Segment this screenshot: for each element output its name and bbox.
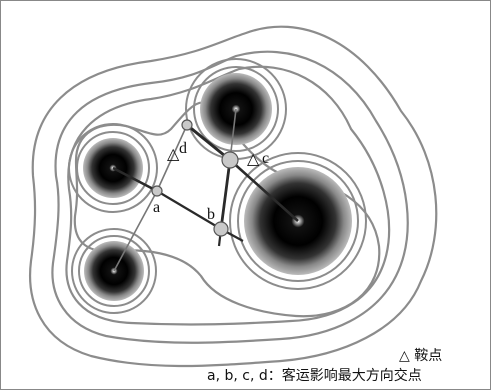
contour-ring-tl [68,123,158,213]
line-a-core-bl [113,190,158,272]
contour-ring-tl-inner [76,131,150,205]
legend-saddle: △ 鞍点 [399,348,443,364]
contour-ring-top-inner [193,66,279,152]
cores [83,73,352,301]
line-d-c [186,123,231,162]
contour-4 [73,101,381,318]
contour-outermost [29,25,438,368]
label-d: d [179,140,187,157]
legend-intersection: a, b, c, d：客运影响最大方向交点 [207,368,422,384]
line-c-core-right [229,159,299,222]
label-c: c [262,150,269,167]
line-c-b [219,159,232,230]
line-a-core-tl [112,166,158,193]
core-contours [68,58,367,314]
node-d [181,119,193,131]
label-a: a [153,199,160,216]
contour-ring-right [229,152,367,290]
nodes [151,119,239,237]
node-labels: a b c d [153,140,269,223]
saddle-marker-c: △ [247,151,260,168]
node-b [213,221,229,237]
node-c [221,151,239,169]
contour-ring-bl-inner [78,235,150,307]
line-a-d [156,124,188,192]
outer-contours [29,25,438,368]
node-a [151,185,163,197]
saddle-markers: △ △ [167,146,260,168]
line-a-b [156,190,222,230]
contour-ring-right-mid [237,160,359,282]
contour-3 [65,65,391,326]
label-b: b [207,206,215,223]
saddle-marker-d: △ [167,146,180,163]
contour-2 [51,50,409,344]
contour-ring-bl [71,228,157,314]
